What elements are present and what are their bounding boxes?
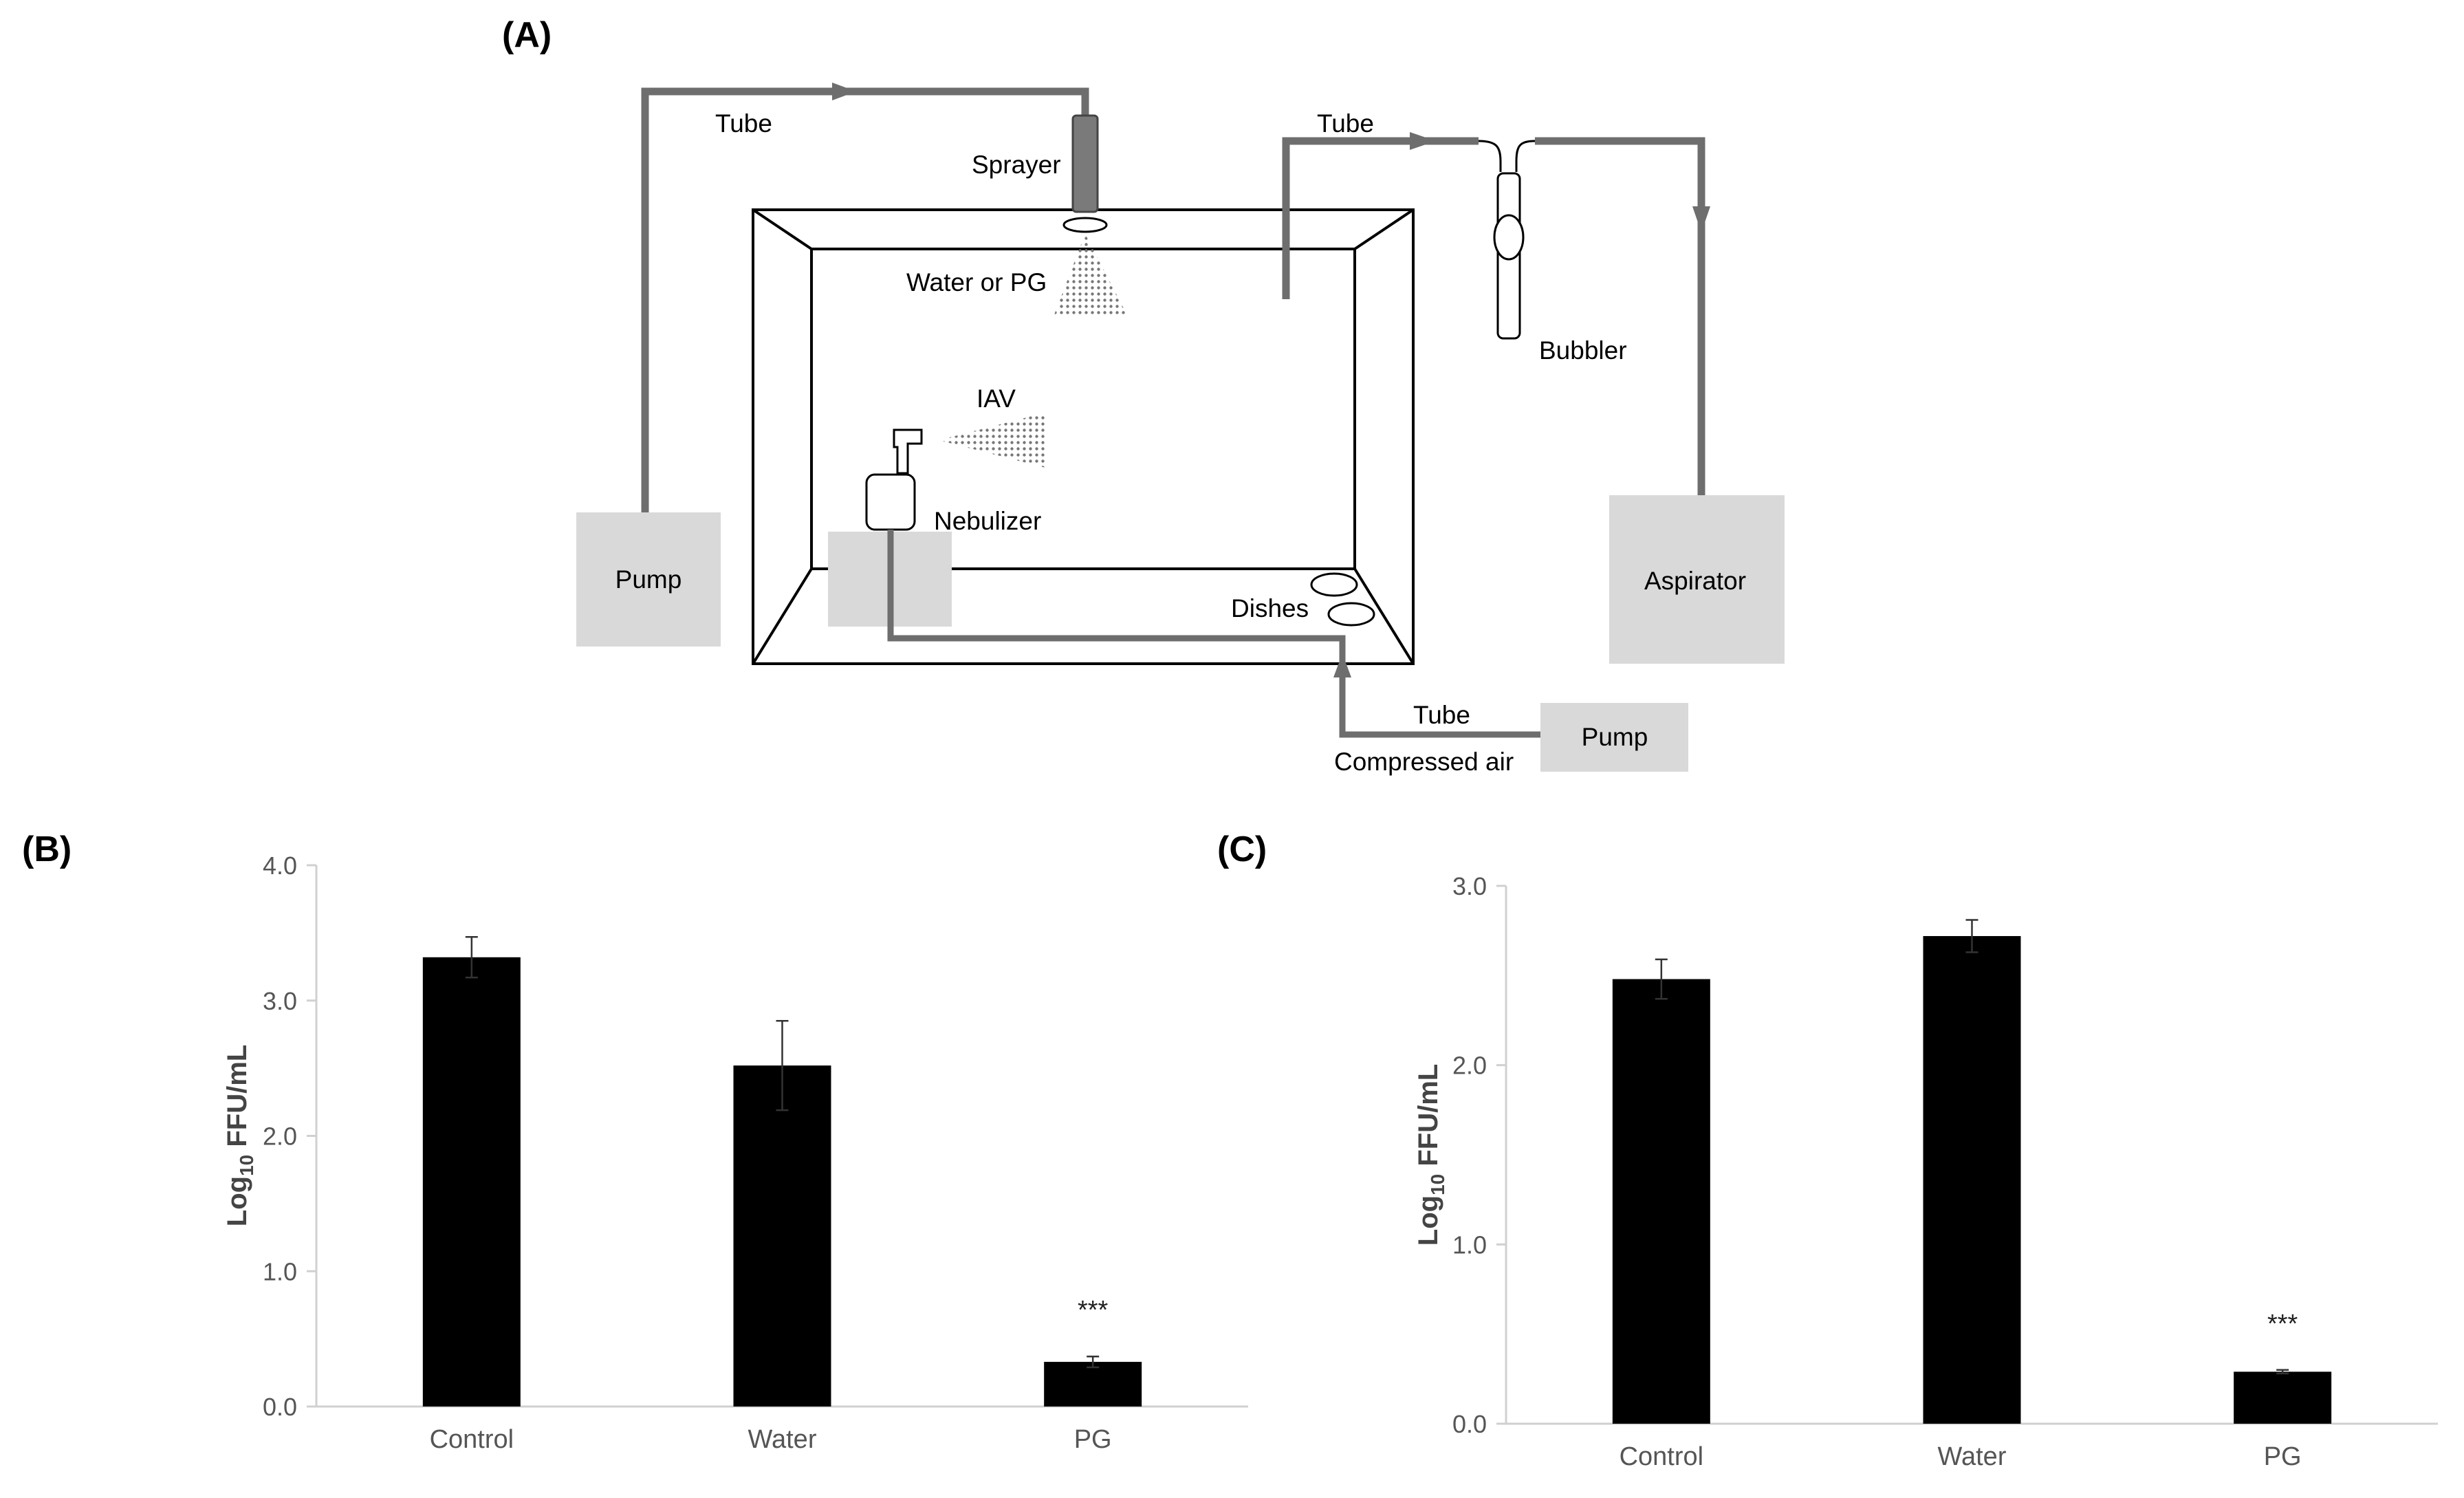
flow-arrow-right bbox=[1410, 132, 1436, 150]
pump-bottom-box bbox=[1540, 703, 1688, 772]
tube-right-label: Tube bbox=[1317, 109, 1374, 138]
tube-bottom-label: Tube bbox=[1413, 701, 1470, 729]
chart-c-bar bbox=[1612, 979, 1710, 1424]
panel-label-b: (B) bbox=[22, 829, 72, 869]
chart-b-significance-label: *** bbox=[1078, 1296, 1109, 1325]
chart-b-category-label: Water bbox=[748, 1425, 817, 1454]
bubbler-icon bbox=[1478, 140, 1536, 340]
tube-to-aspirator bbox=[1535, 137, 1705, 495]
water-or-pg-label: Water or PG bbox=[906, 268, 1047, 296]
chart-b-ytick-label: 1.0 bbox=[263, 1257, 297, 1285]
tube-top-label: Tube bbox=[715, 109, 772, 138]
chart-b: 0.0 1.0 2.0 3.0 4.0 *** Control Water PG Log10… bbox=[222, 851, 1248, 1454]
sprayer-body bbox=[1071, 114, 1099, 213]
pump-left-label: Pump bbox=[615, 565, 682, 594]
chart-c-ytick-label: 2.0 bbox=[1452, 1052, 1487, 1080]
tube-to-bubbler bbox=[1282, 137, 1479, 299]
panel-label-a: (A) bbox=[502, 15, 552, 55]
chart-b-ytick-label: 3.0 bbox=[263, 987, 297, 1015]
dishes-label: Dishes bbox=[1231, 594, 1309, 622]
chart-c-category-label: PG bbox=[2264, 1442, 2302, 1471]
tube-to-sprayer bbox=[641, 87, 1089, 512]
pump-bottom-label: Pump bbox=[1582, 723, 1648, 751]
chart-b-bar bbox=[422, 957, 521, 1407]
flow-arrow-down bbox=[1692, 206, 1710, 232]
sprayer-label: Sprayer bbox=[972, 151, 1061, 179]
compressed-air-tube bbox=[887, 530, 1540, 738]
chart-c-bar bbox=[2234, 1371, 2332, 1424]
chart-c-ytick-label: 3.0 bbox=[1452, 872, 1487, 900]
iav-aerosol-cone bbox=[939, 413, 1045, 468]
chart-b-ylabel: Log10 FFU/mL bbox=[222, 1045, 257, 1226]
dish-2 bbox=[1327, 602, 1375, 627]
pump-left-box bbox=[576, 512, 721, 647]
apparatus-diagram: (A) Pump Tube Sprayer Water or PG Tube bbox=[502, 15, 1785, 776]
bubbler-label: Bubbler bbox=[1539, 336, 1627, 365]
chart-b-ytick-label: 0.0 bbox=[263, 1393, 297, 1421]
chart-c-category-label: Water bbox=[1938, 1442, 2007, 1471]
chart-c-ytick-label: 0.0 bbox=[1452, 1410, 1487, 1438]
compressed-air-label: Compressed air bbox=[1334, 748, 1514, 776]
iav-label: IAV bbox=[977, 384, 1016, 413]
chart-c-ytick-label: 1.0 bbox=[1452, 1230, 1487, 1259]
aspirator-box bbox=[1609, 495, 1785, 664]
aspirator-label: Aspirator bbox=[1644, 567, 1746, 595]
nebulizer-label: Nebulizer bbox=[934, 507, 1041, 535]
nebulizer-icon bbox=[865, 428, 923, 531]
dish-1 bbox=[1310, 572, 1358, 597]
chart-b-category-label: PG bbox=[1074, 1425, 1112, 1454]
chart-b-ytick-label: 4.0 bbox=[263, 851, 297, 880]
sprayer-nozzle bbox=[1062, 217, 1108, 233]
chart-c: 0.0 1.0 2.0 3.0 *** Control Water PG Log10 FF… bbox=[1413, 872, 2438, 1471]
chart-c-bar bbox=[1923, 935, 2021, 1424]
chart-b-ytick-label: 2.0 bbox=[263, 1122, 297, 1151]
spray-cone bbox=[1054, 234, 1128, 316]
flow-arrow-up bbox=[1333, 653, 1351, 677]
flow-arrow-top bbox=[832, 83, 856, 100]
chart-c-significance-label: *** bbox=[2267, 1310, 2298, 1338]
panel-label-c: (C) bbox=[1217, 829, 1267, 869]
chart-b-bar bbox=[1044, 1362, 1142, 1407]
chart-b-category-label: Control bbox=[430, 1425, 514, 1454]
chart-b-bar bbox=[733, 1065, 831, 1407]
chart-c-category-label: Control bbox=[1620, 1442, 1704, 1471]
chart-c-ylabel: Log10 FFU/mL bbox=[1413, 1064, 1448, 1246]
